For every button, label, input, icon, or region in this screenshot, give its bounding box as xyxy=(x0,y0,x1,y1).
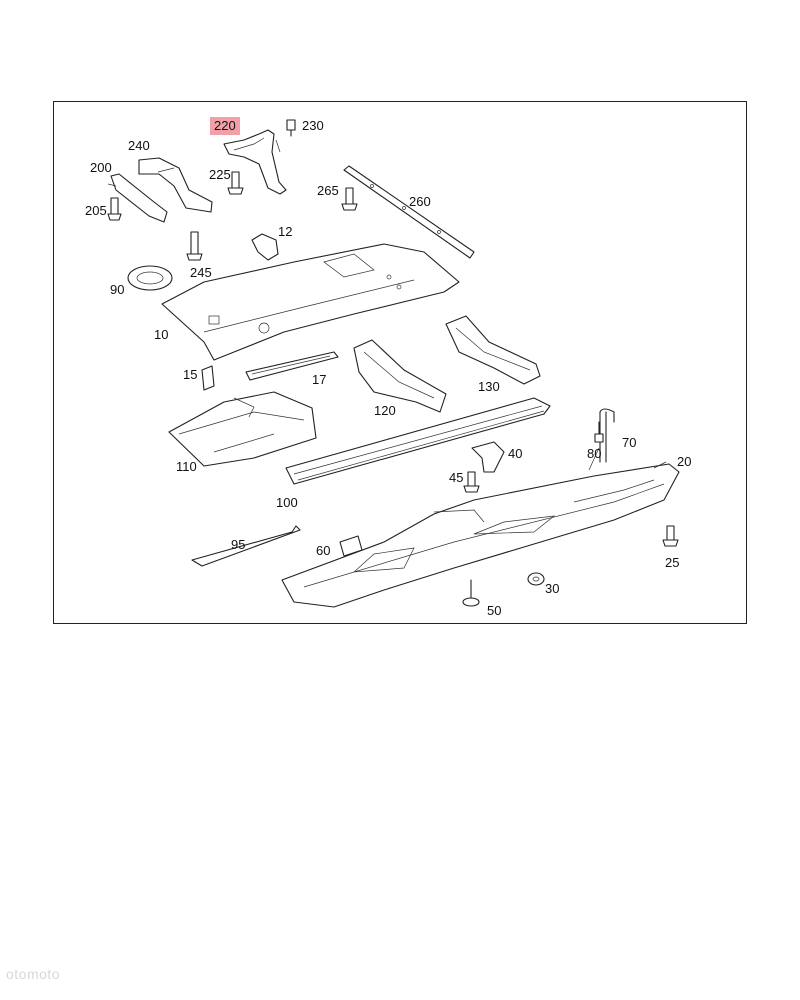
part-130-crossmember[interactable] xyxy=(445,315,541,385)
part-225-bolt[interactable] xyxy=(227,171,244,195)
callout-40[interactable]: 40 xyxy=(508,446,523,461)
callout-130[interactable]: 130 xyxy=(478,379,500,394)
callout-225[interactable]: 225 xyxy=(209,167,231,182)
part-260-strip[interactable] xyxy=(343,165,475,259)
part-205-bolt[interactable] xyxy=(107,197,122,221)
callout-30[interactable]: 30 xyxy=(545,581,560,596)
callout-70[interactable]: 70 xyxy=(622,435,637,450)
callout-220[interactable]: 220 xyxy=(210,117,240,135)
callout-230[interactable]: 230 xyxy=(302,118,324,133)
callout-45[interactable]: 45 xyxy=(449,470,464,485)
part-40-bracket[interactable] xyxy=(471,441,505,473)
parts-diagram-frame xyxy=(53,101,747,624)
callout-10[interactable]: 10 xyxy=(154,327,169,342)
part-100-sill[interactable] xyxy=(285,397,551,485)
callout-245[interactable]: 245 xyxy=(190,265,212,280)
callout-200[interactable]: 200 xyxy=(90,160,112,175)
part-95-rod[interactable] xyxy=(191,525,301,567)
part-110-front-floor[interactable] xyxy=(168,391,317,467)
callout-95[interactable]: 95 xyxy=(231,537,246,552)
callout-100[interactable]: 100 xyxy=(276,495,298,510)
part-120-crossmember[interactable] xyxy=(353,339,447,413)
part-45-screw[interactable] xyxy=(463,471,480,493)
callout-90[interactable]: 90 xyxy=(110,282,125,297)
part-240-strap[interactable] xyxy=(138,157,213,213)
watermark: otomoto xyxy=(6,966,61,982)
part-30-nut[interactable] xyxy=(527,572,545,586)
part-220-bracket[interactable] xyxy=(223,129,287,195)
part-80-screw[interactable] xyxy=(594,421,604,443)
callout-260[interactable]: 260 xyxy=(409,194,431,209)
part-230-bolt[interactable] xyxy=(286,119,296,137)
part-10-floor-panel[interactable] xyxy=(161,243,460,361)
part-50-pin[interactable] xyxy=(462,579,480,607)
callout-50[interactable]: 50 xyxy=(487,603,502,618)
part-15-bracket[interactable] xyxy=(201,365,215,391)
part-245-bolt[interactable] xyxy=(186,231,203,261)
part-265-bolt[interactable] xyxy=(341,187,358,211)
callout-60[interactable]: 60 xyxy=(316,543,331,558)
callout-15[interactable]: 15 xyxy=(183,367,198,382)
parts-diagram-drawing xyxy=(107,119,680,608)
leader-lines xyxy=(107,139,667,471)
part-90-grommet[interactable] xyxy=(127,265,173,291)
part-20-underbody[interactable] xyxy=(281,463,680,608)
part-25-screw[interactable] xyxy=(662,525,679,547)
callout-25[interactable]: 25 xyxy=(665,555,680,570)
callout-120[interactable]: 120 xyxy=(374,403,396,418)
part-17-rail[interactable] xyxy=(245,351,339,381)
part-12-clip[interactable] xyxy=(251,233,279,261)
callout-20[interactable]: 20 xyxy=(677,454,692,469)
callout-265[interactable]: 265 xyxy=(317,183,339,198)
part-200-strap[interactable] xyxy=(110,173,168,223)
callout-12[interactable]: 12 xyxy=(278,224,293,239)
callout-110[interactable]: 110 xyxy=(176,459,197,474)
callout-17[interactable]: 17 xyxy=(312,372,327,387)
part-60-block[interactable] xyxy=(339,535,363,557)
callout-240[interactable]: 240 xyxy=(128,138,150,153)
callout-205[interactable]: 205 xyxy=(85,203,107,218)
callout-80[interactable]: 80 xyxy=(587,446,602,461)
